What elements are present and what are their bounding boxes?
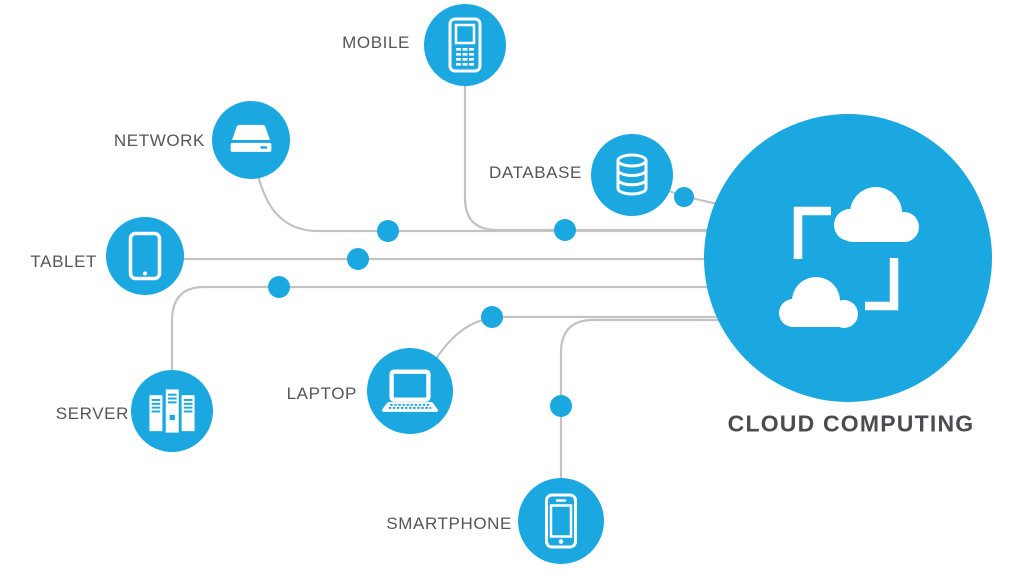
server-connector-dot bbox=[268, 276, 290, 298]
mobile-connector-dot bbox=[554, 219, 576, 241]
database-label: DATABASE bbox=[489, 163, 582, 182]
mobile-connector bbox=[463, 45, 730, 232]
laptop-node bbox=[367, 348, 453, 434]
laptop-label: LAPTOP bbox=[286, 384, 357, 403]
server-node bbox=[131, 370, 213, 452]
server-label: SERVER bbox=[55, 404, 129, 423]
tablet-connector-dot bbox=[347, 248, 369, 270]
cloud-computing-hub bbox=[704, 114, 992, 402]
smartphone-connector bbox=[559, 318, 730, 520]
laptop-connector-dot bbox=[481, 306, 503, 328]
mobile-node bbox=[424, 4, 506, 86]
mobile-phone-icon bbox=[448, 17, 482, 73]
database-icon bbox=[616, 153, 648, 196]
smartphone-label: SMARTPHONE bbox=[386, 514, 512, 533]
cloud-sync-icon bbox=[779, 187, 919, 328]
network-drive-icon bbox=[230, 124, 272, 152]
network-connector-dot bbox=[377, 220, 399, 242]
server-connector bbox=[170, 285, 730, 411]
smartphone-connector-dot bbox=[550, 395, 572, 417]
tablet-label: TABLET bbox=[30, 252, 97, 271]
hub-label: CLOUD COMPUTING bbox=[727, 410, 975, 437]
tablet-node bbox=[106, 217, 184, 295]
smartphone-icon bbox=[545, 493, 577, 549]
server-rack-icon bbox=[149, 389, 195, 433]
mobile-label: MOBILE bbox=[342, 33, 410, 52]
database-connector-dot bbox=[674, 187, 694, 207]
tablet-icon bbox=[128, 231, 162, 281]
network-node bbox=[212, 101, 290, 179]
laptop-icon bbox=[381, 368, 439, 412]
smartphone-node bbox=[518, 478, 604, 564]
database-node bbox=[591, 134, 673, 216]
laptop-connector bbox=[411, 315, 730, 391]
network-label: NETWORK bbox=[113, 131, 205, 150]
